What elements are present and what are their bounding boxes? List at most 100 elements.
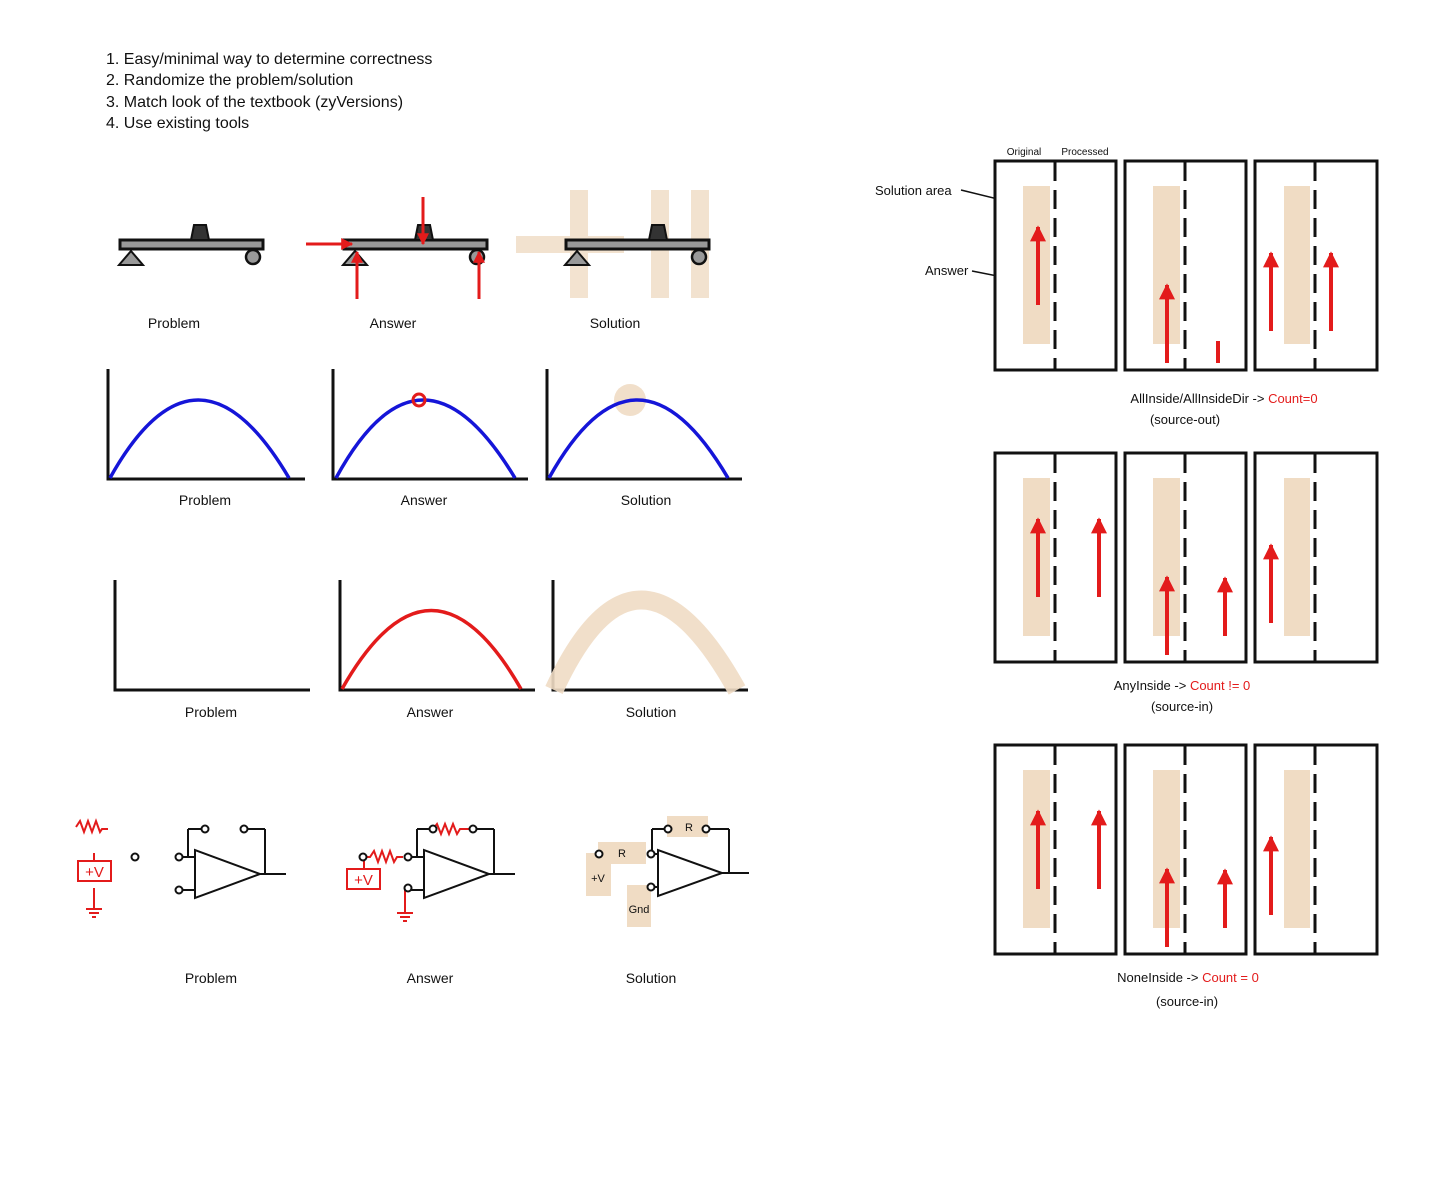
requirement-1: 1. Easy/minimal way to determine correct… xyxy=(106,51,432,68)
terminal-node[interactable] xyxy=(239,824,249,834)
circuit-solution: R +V Gnd R Solution xyxy=(586,816,749,986)
mode-composite: (source-in) xyxy=(1151,699,1213,714)
mode-panel xyxy=(993,451,1118,664)
draw-solution: Solution xyxy=(545,580,748,720)
mode-panel xyxy=(1253,451,1379,664)
terminal-node[interactable] xyxy=(403,852,413,862)
terminal-node[interactable] xyxy=(663,824,673,834)
callout-answer: Answer xyxy=(925,263,969,278)
solution-region-voltage xyxy=(586,853,611,896)
solution-area xyxy=(1284,186,1310,344)
mode-composite: (source-in) xyxy=(1156,994,1218,1009)
region-label-ground: Gnd xyxy=(629,904,650,916)
mode-panel xyxy=(1123,451,1248,664)
solution-area xyxy=(1284,478,1310,636)
mode-rule: AnyInside -> xyxy=(1114,678,1190,693)
mode-noneinside: NoneInside -> Count = 0 (source-in) xyxy=(993,743,1379,1009)
solution-region-ground xyxy=(627,885,651,927)
voltage-source-box xyxy=(77,860,112,882)
circuit-answer-label: Answer xyxy=(407,970,454,986)
op-amp xyxy=(651,828,749,898)
terminal-node[interactable] xyxy=(428,824,438,834)
mode-allinside: AllInside/AllInsideDir -> Count=0 (sourc… xyxy=(993,159,1379,427)
mode-rule: AllInside/AllInsideDir -> xyxy=(1130,391,1268,406)
terminal-node[interactable] xyxy=(701,824,711,834)
draw-solution-label: Solution xyxy=(626,704,677,720)
terminal-node[interactable] xyxy=(646,882,656,892)
solution-band xyxy=(545,590,746,695)
drawn-curve[interactable] xyxy=(340,608,523,690)
draw-answer: Answer xyxy=(338,580,535,720)
callout-solution-area: Solution area xyxy=(875,183,952,198)
region-label-voltage: +V xyxy=(591,873,605,885)
region-label-feedback: R xyxy=(685,822,693,834)
voltage-source-box xyxy=(346,868,381,890)
beam xyxy=(118,238,265,251)
mode-panel xyxy=(1123,159,1248,372)
terminal-node[interactable] xyxy=(130,852,140,862)
circuit-problem-label: Problem xyxy=(185,970,237,986)
column-original-label: Original xyxy=(1007,147,1041,158)
mode-panel xyxy=(993,159,1118,372)
parabola-curve xyxy=(334,398,517,479)
terminal-node[interactable] xyxy=(468,824,478,834)
mode-result: Count = 0 xyxy=(1202,970,1259,985)
input-resistor-icon[interactable] xyxy=(364,848,403,865)
circuit-answer: +V Answer xyxy=(346,821,515,986)
ground-icon[interactable] xyxy=(397,890,413,922)
roller-support-icon xyxy=(690,248,708,266)
voltage-source[interactable]: +V xyxy=(77,853,112,882)
voltage-source-label: +V xyxy=(354,872,373,889)
pin-support-icon xyxy=(116,249,146,266)
column-processed-label: Processed xyxy=(1061,147,1108,158)
load-block xyxy=(647,224,669,241)
mode-caption: AllInside/AllInsideDir -> Count=0 xyxy=(1130,391,1317,406)
axes xyxy=(545,369,742,481)
mode-rule: NoneInside -> xyxy=(1117,970,1202,985)
pin-support-icon xyxy=(562,249,592,266)
point-answer-label: Answer xyxy=(401,492,448,508)
mode-result: Count != 0 xyxy=(1190,678,1250,693)
terminal-node[interactable] xyxy=(174,852,184,862)
parabola-curve xyxy=(108,398,291,479)
point-solution-label: Solution xyxy=(621,492,672,508)
terminal-node[interactable] xyxy=(403,883,413,893)
axes xyxy=(106,369,305,481)
ground-icon[interactable] xyxy=(86,888,102,918)
feedback-resistor-icon[interactable] xyxy=(432,821,470,837)
terminal-node[interactable] xyxy=(594,849,604,859)
resistor-icon[interactable] xyxy=(75,818,108,835)
parabola-curve xyxy=(547,398,730,479)
mode-composite: (source-out) xyxy=(1150,412,1220,427)
beam-solution: Solution xyxy=(516,190,711,331)
point-problem: Problem xyxy=(106,369,305,508)
terminal-node[interactable] xyxy=(646,849,656,859)
beam xyxy=(564,238,711,251)
mode-panel xyxy=(1123,743,1248,956)
terminal-node[interactable] xyxy=(358,852,368,862)
mode-caption: AnyInside -> Count != 0 xyxy=(1114,678,1251,693)
circuit-problem: +V Problem xyxy=(75,818,286,986)
terminal-node[interactable] xyxy=(174,885,184,895)
solution-region-feedback xyxy=(667,816,708,837)
voltage-source[interactable]: +V xyxy=(346,857,381,890)
beam-answer-label: Answer xyxy=(370,315,417,331)
point-problem-label: Problem xyxy=(179,492,231,508)
mode-caption: NoneInside -> Count = 0 xyxy=(1117,970,1259,985)
axes xyxy=(338,580,535,692)
roller-support-icon xyxy=(244,248,262,266)
pin-support-icon xyxy=(340,249,370,266)
peak-point-marker[interactable] xyxy=(411,392,427,408)
op-amp xyxy=(408,828,515,900)
requirement-3: 3. Match look of the textbook (zyVersion… xyxy=(106,94,403,111)
terminal-node[interactable] xyxy=(200,824,210,834)
beam-problem: Problem xyxy=(116,224,265,331)
requirement-2: 2. Randomize the problem/solution xyxy=(106,72,353,89)
roller-support-icon xyxy=(468,248,486,266)
requirement-4: 4. Use existing tools xyxy=(106,115,249,132)
circuit-solution-label: Solution xyxy=(626,970,677,986)
mode-anyinside: AnyInside -> Count != 0 (source-in) xyxy=(993,451,1379,714)
solution-area xyxy=(1284,770,1310,928)
voltage-source-label: +V xyxy=(85,864,104,881)
